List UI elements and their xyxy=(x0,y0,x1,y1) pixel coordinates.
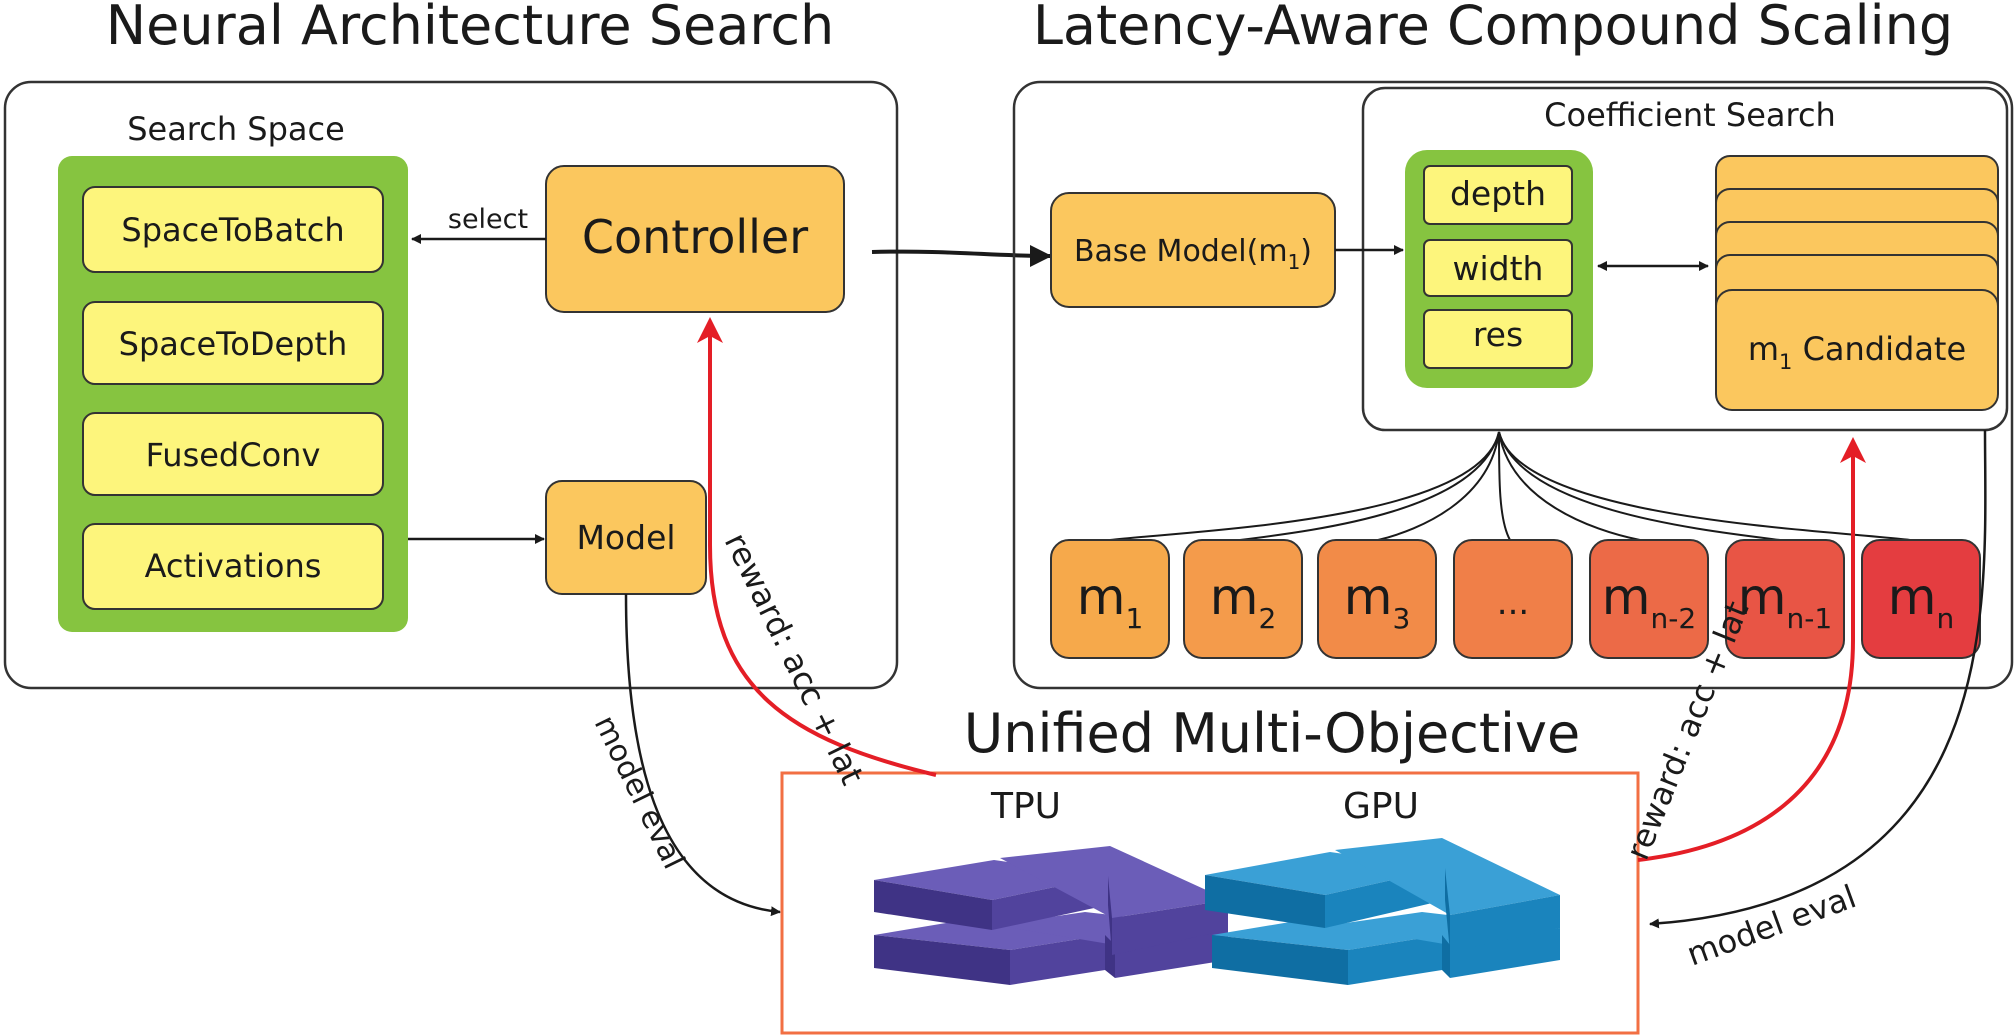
gpu-chips xyxy=(1205,838,1560,985)
nas-reward-label: reward: acc + lat xyxy=(717,527,872,791)
scaling-model-eval-arrow xyxy=(1649,429,1987,929)
model-variant-label: ... xyxy=(1497,583,1529,623)
nas-model-eval-label: model eval xyxy=(587,710,691,874)
op-spacetobatch[interactable]: SpaceToBatch xyxy=(82,186,384,273)
coefficient-label: depth xyxy=(1450,174,1546,213)
scaling-fan-lines xyxy=(1109,431,1911,541)
op-label: Activations xyxy=(145,547,322,585)
op-activations[interactable]: Activations xyxy=(82,523,384,610)
op-label: FusedConv xyxy=(146,436,321,474)
coefficient-width[interactable]: width xyxy=(1423,239,1573,297)
search-space-panel xyxy=(58,156,408,632)
multi-objective-title: Unified Multi-Objective xyxy=(964,702,1580,765)
model-variant-label: m2 xyxy=(1210,568,1277,635)
nas-title: Neural Architecture Search xyxy=(106,0,835,57)
model-variant[interactable]: m3 xyxy=(1317,539,1437,659)
model-variant[interactable]: mn-1 xyxy=(1725,539,1845,659)
nas-model-eval-arrow xyxy=(624,593,781,917)
model-label: Model xyxy=(576,518,675,557)
scaling-title: Latency-Aware Compound Scaling xyxy=(1033,0,1953,57)
scaling-model-eval-label: model eval xyxy=(1682,877,1861,973)
nas-panel xyxy=(3,80,899,690)
model-box[interactable]: Model xyxy=(545,480,707,595)
model-variant-label: mn xyxy=(1888,568,1954,635)
coefficient-depth[interactable]: depth xyxy=(1423,165,1573,225)
model-variant[interactable]: m1 xyxy=(1050,539,1170,659)
models-row: m1 m2 m3... mn-2 mn-1 mn xyxy=(1050,539,1981,659)
op-label: SpaceToDepth xyxy=(119,325,348,363)
candidate-label: m1 Candidate xyxy=(1748,330,1966,374)
model-variant-label: mn-2 xyxy=(1602,568,1696,635)
candidate-stack[interactable]: m1 Candidate xyxy=(1715,155,1999,411)
coefficient-search-label: Coefficient Search xyxy=(1544,96,1836,134)
controller-label: Controller xyxy=(582,210,808,264)
search-space-label: Search Space xyxy=(127,110,345,148)
coefficient-res[interactable]: res xyxy=(1423,309,1573,369)
model-variant[interactable]: mn-2 xyxy=(1589,539,1709,659)
select-label: select xyxy=(448,204,528,235)
tpu-label: TPU xyxy=(990,786,1061,827)
base-model-box[interactable]: Base Model(m1) xyxy=(1050,192,1336,308)
coefficient-label: res xyxy=(1473,315,1523,354)
model-variant[interactable]: mn xyxy=(1861,539,1981,659)
op-spacetodepth[interactable]: SpaceToDepth xyxy=(82,301,384,385)
op-fusedconv[interactable]: FusedConv xyxy=(82,412,384,496)
model-variant-label: m3 xyxy=(1344,568,1411,635)
model-variant-label: mn-1 xyxy=(1738,568,1832,635)
coefficient-label: width xyxy=(1453,249,1544,288)
model-variant[interactable]: ... xyxy=(1453,539,1573,659)
controller-box[interactable]: Controller xyxy=(545,165,845,313)
base-model-label: Base Model(m1) xyxy=(1074,234,1312,274)
op-label: SpaceToBatch xyxy=(121,211,344,249)
scaling-panel xyxy=(1012,80,2014,690)
tpu-chips xyxy=(874,846,1228,985)
gpu-label: GPU xyxy=(1343,786,1419,827)
nas-reward-arrow xyxy=(697,317,937,777)
model-variant-label: m1 xyxy=(1077,568,1144,635)
controller-to-base-arrow xyxy=(871,244,1052,267)
scaling-reward-arrow xyxy=(1637,437,1866,862)
model-variant[interactable]: m2 xyxy=(1183,539,1303,659)
